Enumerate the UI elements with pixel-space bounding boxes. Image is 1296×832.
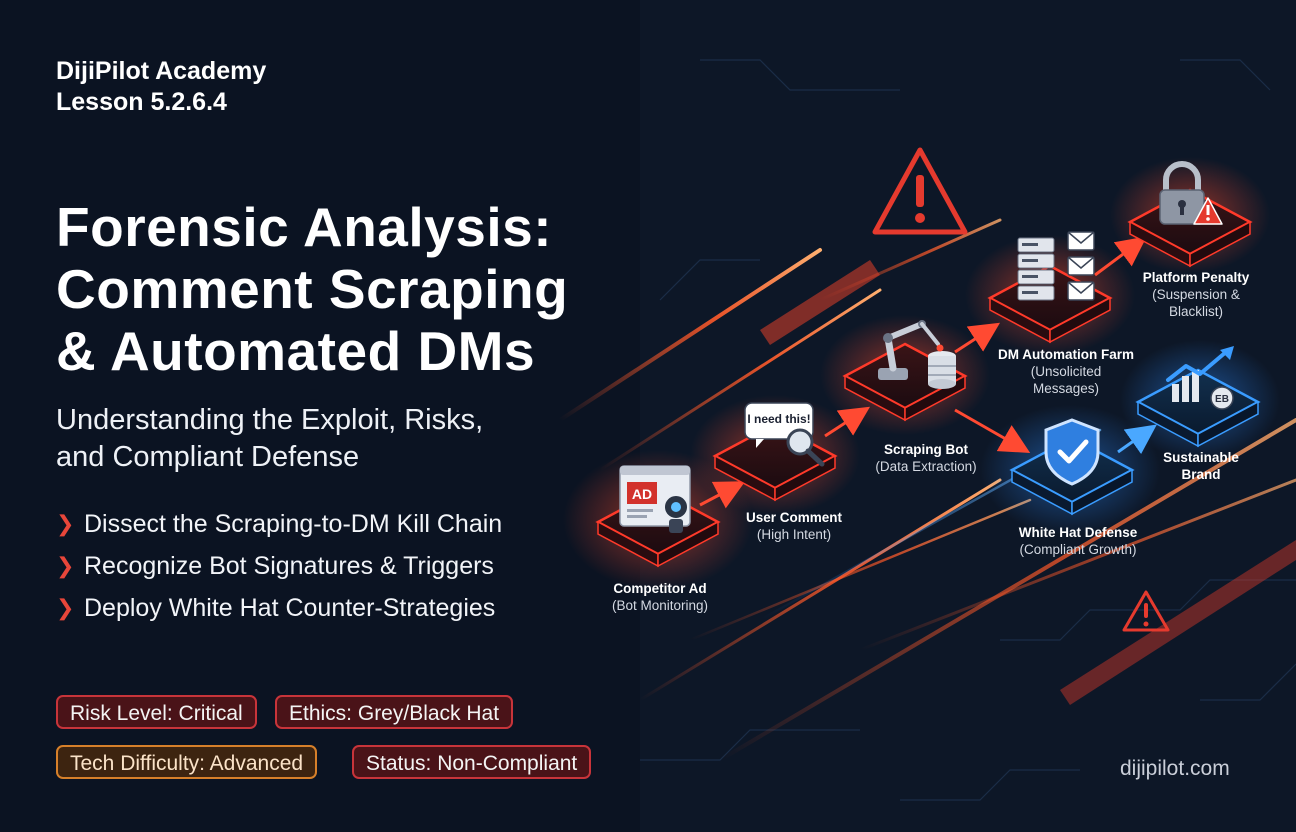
node-title: Platform Penalty [1142, 270, 1250, 285]
node-title: Scraping Bot [883, 442, 969, 457]
subtitle: Understanding the Exploit, Risks, and Co… [56, 402, 483, 476]
node-title: Sustainable [1163, 450, 1239, 465]
growth-chart-icon: EB [1166, 346, 1234, 410]
node-label-sustainable-brand: Sustainable Brand [1163, 449, 1239, 483]
server-envelopes-icon [1017, 231, 1095, 301]
lesson-number: Lesson 5.2.6.4 [56, 88, 227, 116]
node-label-dm-farm: DM Automation Farm (Unsolicited Messages… [998, 346, 1134, 397]
node-subtitle: (Compliant Growth) [1019, 542, 1137, 557]
node-subtitle: Messages) [1032, 381, 1100, 396]
badge-status: Status: Non-Compliant [352, 745, 592, 779]
site-url: dijipilot.com [1120, 757, 1230, 780]
node-subtitle: (High Intent) [756, 527, 832, 542]
academy-name: DijiPilot Academy [56, 57, 267, 85]
node-subtitle: (Data Extraction) [875, 459, 977, 474]
objectives-list: ❯ Dissect the Scraping-to-DM Kill Chain ❯… [56, 503, 502, 629]
list-item: ❯ Recognize Bot Signatures & Triggers [56, 545, 502, 587]
badge-ethics: Ethics: Grey/Black Hat [275, 695, 514, 729]
shield-check-icon [1044, 418, 1100, 486]
page-title: Forensic Analysis: Comment Scraping & Au… [56, 196, 568, 382]
ad-monitor-icon: AD [619, 465, 691, 533]
robot-arm-database-icon [878, 320, 956, 389]
node-subtitle: Blacklist) [1168, 304, 1223, 319]
subtitle-line-1: Understanding the Exploit, Risks, [56, 404, 484, 436]
list-item: ❯ Deploy White Hat Counter-Strategies [56, 587, 502, 629]
title-line-2: Comment Scraping [56, 258, 569, 320]
objective-text: Deploy White Hat Counter-Strategies [84, 594, 496, 622]
node-label-user-comment: User Comment (High Intent) [746, 509, 842, 543]
title-line-3: & Automated DMs [56, 320, 536, 382]
comment-bubble-text: I need this! [747, 412, 811, 426]
node-subtitle: (Unsolicited [1030, 364, 1102, 379]
node-title-line-2: Brand [1181, 467, 1221, 482]
node-subtitle: (Bot Monitoring) [611, 598, 709, 613]
title-line-1: Forensic Analysis: [56, 196, 553, 258]
list-item: ❯ Dissect the Scraping-to-DM Kill Chain [56, 503, 502, 545]
chevron-right-icon: ❯ [56, 553, 75, 578]
badge-tech-difficulty: Tech Difficulty: Advanced [56, 745, 318, 779]
header: DijiPilot Academy Lesson 5.2.6.4 [56, 56, 266, 118]
objective-text: Dissect the Scraping-to-DM Kill Chain [84, 510, 503, 538]
chevron-right-icon: ❯ [56, 595, 75, 620]
chevron-right-icon: ❯ [56, 511, 75, 536]
eb-text: EB [1215, 394, 1229, 405]
comment-search-icon [744, 402, 825, 467]
node-label-scraping-bot: Scraping Bot (Data Extraction) [875, 441, 976, 475]
node-title: DM Automation Farm [998, 347, 1134, 362]
subtitle-line-2: and Compliant Defense [56, 441, 360, 473]
badge-risk-level: Risk Level: Critical [56, 695, 257, 729]
objective-text: Recognize Bot Signatures & Triggers [84, 552, 494, 580]
node-title: Competitor Ad [613, 581, 707, 596]
node-subtitle: (Suspension & [1152, 287, 1240, 302]
warning-icon-small [1122, 590, 1170, 632]
node-label-platform-penalty: Platform Penalty (Suspension & Blacklist… [1143, 269, 1250, 320]
node-label-competitor-ad: Competitor Ad (Bot Monitoring) [612, 580, 708, 614]
warning-icon [872, 147, 968, 235]
ad-text: AD [632, 486, 652, 502]
node-title: White Hat Defense [1018, 525, 1138, 540]
node-label-white-hat: White Hat Defense (Compliant Growth) [1019, 524, 1138, 558]
node-title: User Comment [745, 510, 843, 525]
padlock-warning-icon [1159, 161, 1223, 225]
